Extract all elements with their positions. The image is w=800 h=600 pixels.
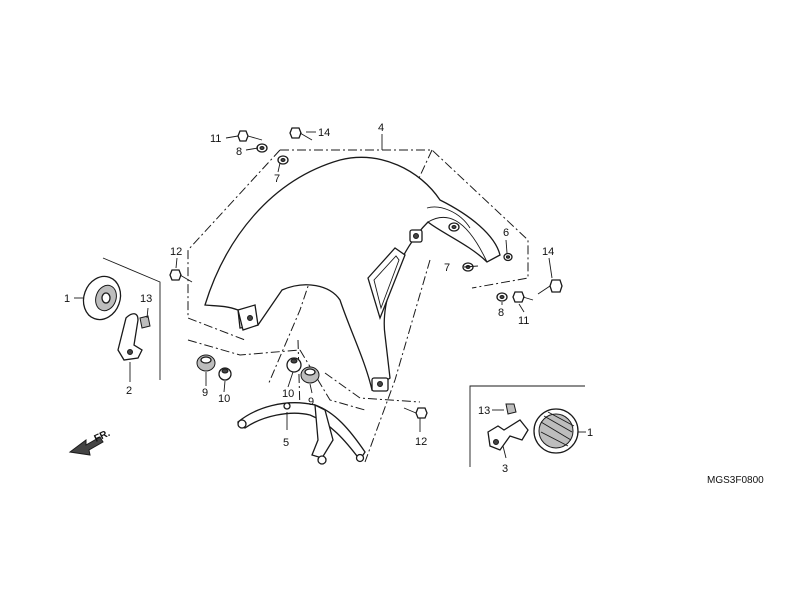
callout-13-right: 13 <box>478 405 490 417</box>
callout-3: 3 <box>502 463 508 475</box>
fender-stay <box>236 402 366 465</box>
diagram-code: MGS3F0800 <box>707 475 764 486</box>
top-hardware <box>237 127 513 272</box>
callout-7-mid: 7 <box>444 262 450 274</box>
callout-9-left: 9 <box>202 387 208 399</box>
callout-8-right: 8 <box>498 307 504 319</box>
left-reflector-group <box>82 257 161 380</box>
right-reflector-group <box>469 385 585 467</box>
callout-12-right: 12 <box>415 436 427 448</box>
front-fender <box>204 156 501 392</box>
callout-1-right: 1 <box>587 427 593 439</box>
callout-12-left: 12 <box>170 246 182 258</box>
callout-1-left: 1 <box>64 293 70 305</box>
callout-10-left: 10 <box>218 393 230 405</box>
callout-13-left: 13 <box>140 293 152 305</box>
fr-label: FR. <box>93 428 112 445</box>
callout-6: 6 <box>503 227 509 239</box>
callout-11-top: 11 <box>210 133 221 145</box>
callout-9-right: 9 <box>308 396 314 408</box>
callout-8-top: 8 <box>236 146 242 158</box>
callout-2: 2 <box>126 385 132 397</box>
callout-leaders <box>74 131 586 459</box>
callout-labels: 4 11 8 14 7 6 7 12 14 8 11 1 13 2 9 10 1… <box>64 122 593 475</box>
grommets <box>196 354 320 384</box>
right-hardware <box>169 269 563 419</box>
callout-10-right: 10 <box>282 388 294 400</box>
front-direction-arrow: FR. <box>68 428 112 456</box>
callout-14-right: 14 <box>542 246 554 258</box>
callout-11-right: 11 <box>518 315 529 327</box>
callout-5: 5 <box>283 437 289 449</box>
callout-14-top: 14 <box>318 127 330 139</box>
callout-4: 4 <box>378 122 384 134</box>
callout-7-top: 7 <box>274 173 280 185</box>
